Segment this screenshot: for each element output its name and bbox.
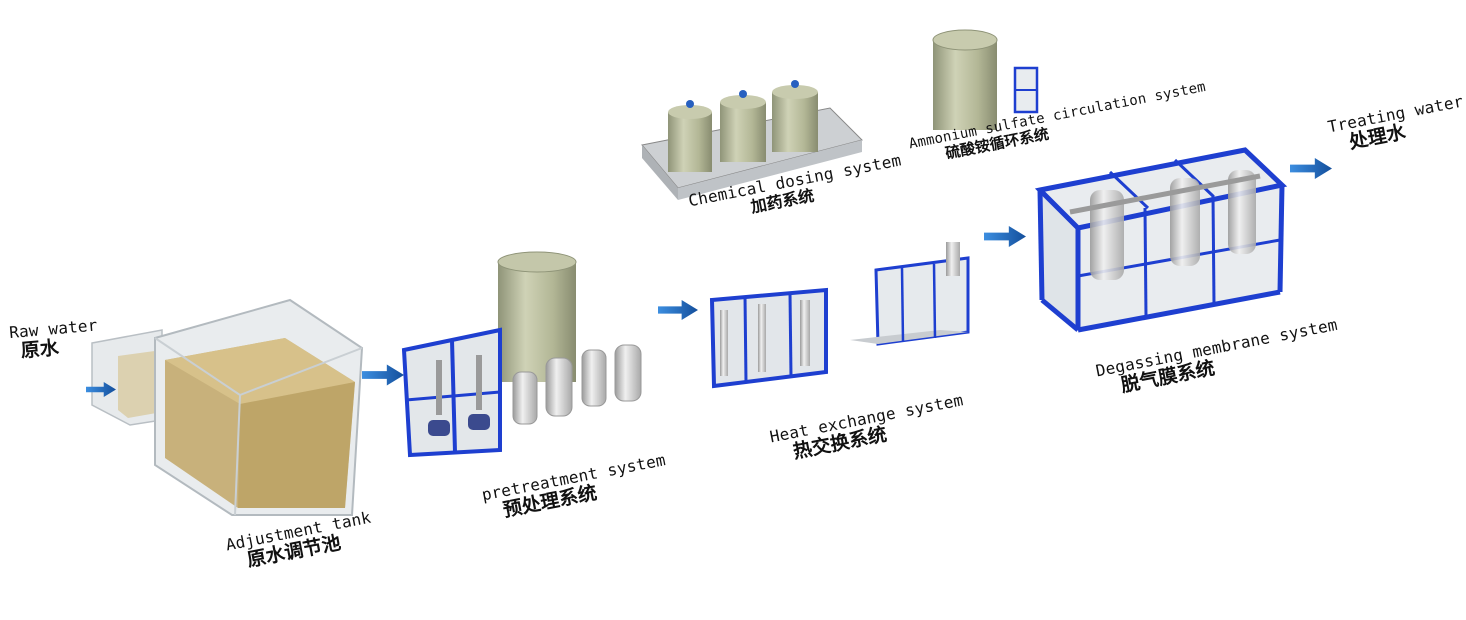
heat-exchange-system-icon — [709, 242, 970, 389]
flow-arrow-icon — [362, 364, 404, 386]
chemical-dosing-system-icon — [641, 80, 863, 200]
pretreatment-system-icon — [401, 251, 642, 458]
flow-arrow-icon — [1290, 158, 1332, 179]
degassing-membrane-system-icon — [1034, 147, 1288, 333]
flow-arrow-icon — [658, 300, 698, 320]
raw-water-label: Raw water 原水 — [8, 315, 100, 364]
ammonium-sulfate-system-icon — [932, 29, 1039, 130]
adjustment-tank-icon — [91, 298, 364, 516]
flow-arrow-icon — [984, 226, 1026, 247]
